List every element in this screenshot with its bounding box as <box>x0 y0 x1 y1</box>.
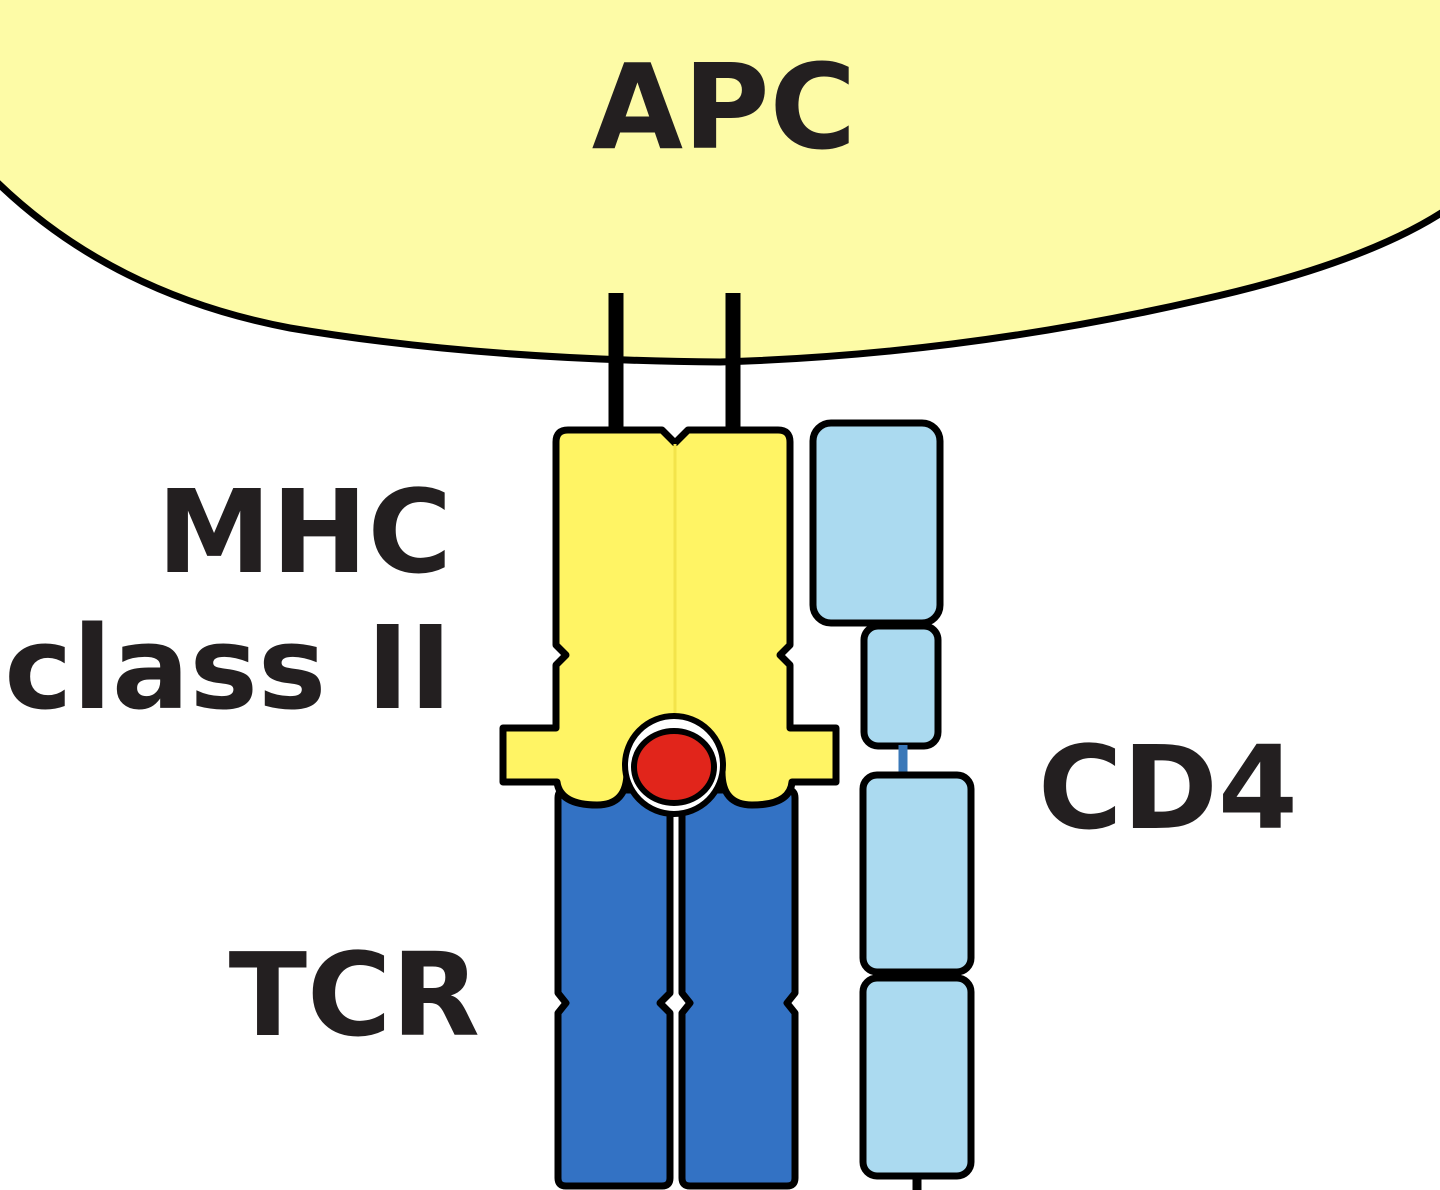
cd4-domain-1 <box>809 419 944 627</box>
cd4-domain-2 <box>860 622 942 750</box>
apc-label: APC <box>592 38 856 176</box>
peptide <box>631 728 717 806</box>
cd4 <box>809 419 975 1190</box>
tcr-alpha-chain <box>554 786 674 1190</box>
tcr-label: TCR <box>229 929 480 1063</box>
cd4-label: CD4 <box>1038 722 1298 856</box>
mhc-label-line2: class II <box>4 602 452 736</box>
cd4-domain-4 <box>859 974 975 1180</box>
tcr <box>554 786 799 1190</box>
apc-cell <box>0 0 1440 366</box>
mhc-label-line1: MHC <box>157 466 452 600</box>
tcr-beta-chain <box>678 786 799 1190</box>
cd4-domain-3 <box>859 771 975 976</box>
